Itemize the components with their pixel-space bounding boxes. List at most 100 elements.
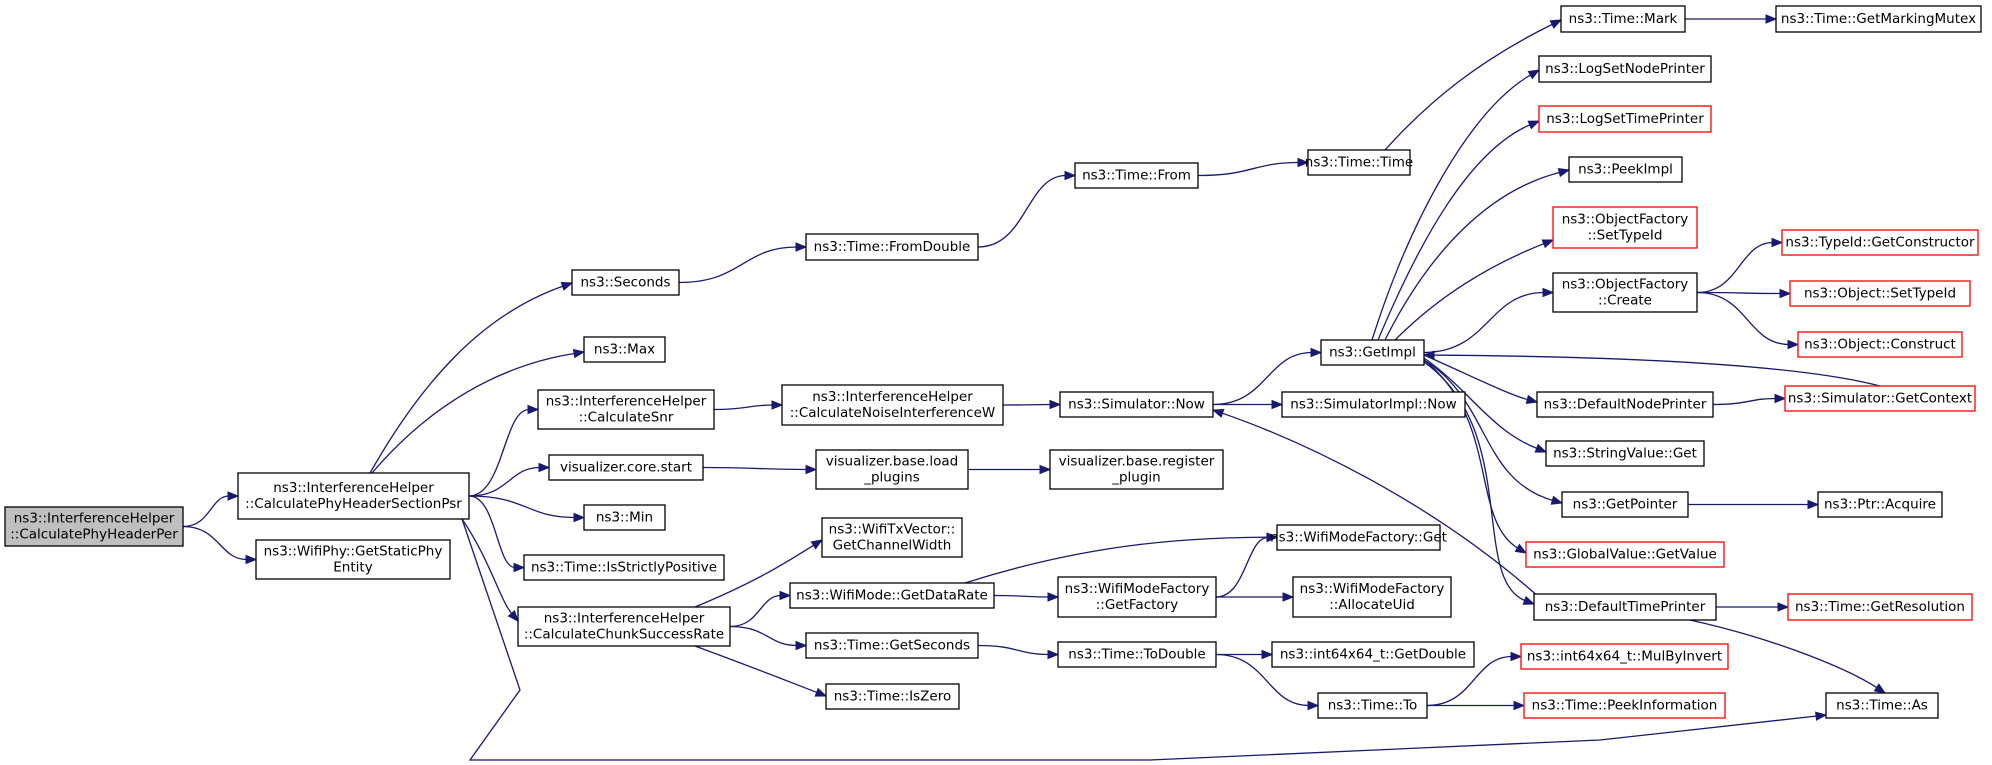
node-box[interactable] xyxy=(821,517,963,558)
node-ns3-time-getseconds[interactable]: ns3::Time::GetSeconds xyxy=(805,632,979,659)
node-box[interactable] xyxy=(1317,692,1428,719)
node-ns3-time-peekinformation[interactable]: ns3::Time::PeekInformation xyxy=(1523,692,1726,719)
node-ns3-defaulttimeprinter[interactable]: ns3::DefaultTimePrinter xyxy=(1533,593,1717,621)
node-box[interactable] xyxy=(517,606,731,647)
node-box[interactable] xyxy=(1281,391,1466,418)
node-ns3-wifimodefactory-allocateuid[interactable]: ns3::WifiModeFactory::AllocateUid xyxy=(1292,576,1452,618)
node-ns3-seconds[interactable]: ns3::Seconds xyxy=(571,269,680,296)
node-ns3-object-settypeid[interactable]: ns3::Object::SetTypeId xyxy=(1789,280,1971,307)
node-ns3-interferencehelper-calculatechunksuccessrate[interactable]: ns3::InterferenceHelper::CalculateChunkS… xyxy=(517,606,731,647)
node-ns3-simulator-getcontext[interactable]: ns3::Simulator::GetContext xyxy=(1784,385,1976,412)
node-ns3-defaultnodeprinter[interactable]: ns3::DefaultNodePrinter xyxy=(1536,391,1714,418)
node-ns3-getimpl[interactable]: ns3::GetImpl xyxy=(1320,339,1425,366)
node-ns3-interferencehelper-calculatephyheadersectionpsr[interactable]: ns3::InterferenceHelper::CalculatePhyHea… xyxy=(237,472,470,520)
node-ns3-wifimodefactory-get[interactable]: ns3::WifiModeFactory::Get xyxy=(1270,524,1447,551)
node-ns3-objectfactory-create[interactable]: ns3::ObjectFactory::Create xyxy=(1552,272,1698,313)
node-box[interactable] xyxy=(1276,524,1441,551)
node-box[interactable] xyxy=(1520,643,1729,670)
node-ns3-time-todouble[interactable]: ns3::Time::ToDouble xyxy=(1057,641,1217,668)
node-box[interactable] xyxy=(1781,229,1979,256)
node-ns3-interferencehelper-calculatenoiseinterferencew[interactable]: ns3::InterferenceHelper::CalculateNoiseI… xyxy=(781,384,1004,426)
node-box[interactable] xyxy=(825,683,960,710)
node-box[interactable] xyxy=(1049,449,1224,490)
node-box[interactable] xyxy=(1320,339,1425,366)
node-ns3-interferencehelper-calculatesnr[interactable]: ns3::InterferenceHelper::CalculateSnr xyxy=(537,389,715,430)
node-ns3-logsettimeprinter[interactable]: ns3::LogSetTimePrinter xyxy=(1538,105,1712,133)
node-ns3-max[interactable]: ns3::Max xyxy=(583,336,666,363)
node-box[interactable] xyxy=(1271,641,1475,668)
node-ns3-typeid-getconstructor[interactable]: ns3::TypeId::GetConstructor xyxy=(1781,229,1979,256)
node-box[interactable] xyxy=(1560,5,1686,33)
node-ns3-time-iszero[interactable]: ns3::Time::IsZero xyxy=(825,683,960,710)
node-ns3-simulatorimpl-now[interactable]: ns3::SimulatorImpl::Now xyxy=(1281,391,1466,418)
node-ns3-ptr-acquire[interactable]: ns3::Ptr::Acquire xyxy=(1817,491,1943,518)
node-box[interactable] xyxy=(1523,692,1726,719)
node-box[interactable] xyxy=(1292,576,1452,618)
node-ns3-time-to[interactable]: ns3::Time::To xyxy=(1317,692,1428,719)
node-ns3-time-as[interactable]: ns3::Time::As xyxy=(1825,692,1939,719)
node-box[interactable] xyxy=(1561,491,1689,518)
node-ns3-interferencehelper-calculatephyheaderper[interactable]: ns3::InterferenceHelper::CalculatePhyHea… xyxy=(4,506,184,547)
node-ns3-time-isstrictlypositive[interactable]: ns3::Time::IsStrictlyPositive xyxy=(523,554,725,581)
node-box[interactable] xyxy=(1797,331,1963,358)
node-box[interactable] xyxy=(548,454,704,481)
node-ns3-simulator-now[interactable]: ns3::Simulator::Now xyxy=(1059,391,1214,418)
node-ns3-objectfactory-settypeid[interactable]: ns3::ObjectFactory::SetTypeId xyxy=(1552,206,1698,249)
node-ns3-getpointer[interactable]: ns3::GetPointer xyxy=(1561,491,1689,518)
node-box[interactable] xyxy=(1538,105,1712,133)
node-box[interactable] xyxy=(1074,162,1199,189)
node-ns3-time-mark[interactable]: ns3::Time::Mark xyxy=(1560,5,1686,33)
node-box[interactable] xyxy=(1552,206,1698,249)
node-visualizer-core-start[interactable]: visualizer.core.start xyxy=(548,454,704,481)
node-ns3-globalvalue-getvalue[interactable]: ns3::GlobalValue::GetValue xyxy=(1525,541,1725,568)
node-box[interactable] xyxy=(1536,391,1714,418)
node-box[interactable] xyxy=(237,472,470,520)
node-ns3-logsetnodeprinter[interactable]: ns3::LogSetNodePrinter xyxy=(1538,55,1712,83)
node-box[interactable] xyxy=(1775,5,1982,33)
node-ns3-min[interactable]: ns3::Min xyxy=(583,504,666,531)
node-box[interactable] xyxy=(1525,541,1725,568)
node-box[interactable] xyxy=(1789,280,1971,307)
node-box[interactable] xyxy=(1059,391,1214,418)
node-box[interactable] xyxy=(815,449,969,490)
node-box[interactable] xyxy=(1057,641,1217,668)
node-ns3-time-getmarkingmutex[interactable]: ns3::Time::GetMarkingMutex xyxy=(1775,5,1982,33)
node-ns3-stringvalue-get[interactable]: ns3::StringValue::Get xyxy=(1545,440,1705,467)
node-box[interactable] xyxy=(1825,692,1939,719)
node-box[interactable] xyxy=(1538,55,1712,83)
node-box[interactable] xyxy=(1552,272,1698,313)
node-visualizer-base-register-plugin[interactable]: visualizer.base.register_plugin xyxy=(1049,449,1224,490)
node-ns3-wifimode-getdatarate[interactable]: ns3::WifiMode::GetDataRate xyxy=(789,582,995,609)
node-ns3-time-from[interactable]: ns3::Time::From xyxy=(1074,162,1199,189)
node-ns3-time-fromdouble[interactable]: ns3::Time::FromDouble xyxy=(805,233,979,261)
node-box[interactable] xyxy=(537,389,715,430)
node-ns3-object-construct[interactable]: ns3::Object::Construct xyxy=(1797,331,1963,358)
node-ns3-wifitxvector-getchannelwidth[interactable]: ns3::WifiTxVector::GetChannelWidth xyxy=(821,517,963,558)
node-box[interactable] xyxy=(1568,156,1683,183)
node-box[interactable] xyxy=(1545,440,1705,467)
node-box[interactable] xyxy=(583,504,666,531)
node-box[interactable] xyxy=(1057,576,1217,618)
node-ns3-time-getresolution[interactable]: ns3::Time::GetResolution xyxy=(1787,593,1973,621)
node-box[interactable] xyxy=(571,269,680,296)
node-box[interactable] xyxy=(805,233,979,261)
node-box[interactable] xyxy=(1533,593,1717,621)
node-box[interactable] xyxy=(1784,385,1976,412)
node-box[interactable] xyxy=(805,632,979,659)
node-box[interactable] xyxy=(781,384,1004,426)
node-box[interactable] xyxy=(1817,491,1943,518)
node-ns3-int64x64-t-getdouble[interactable]: ns3::int64x64_t::GetDouble xyxy=(1271,641,1475,668)
node-visualizer-base-load-plugins[interactable]: visualizer.base.load_plugins xyxy=(815,449,969,490)
node-ns3-int64x64-t-mulbyinvert[interactable]: ns3::int64x64_t::MulByInvert xyxy=(1520,643,1729,670)
node-box[interactable] xyxy=(1787,593,1973,621)
node-ns3-wifimodefactory-getfactory[interactable]: ns3::WifiModeFactory::GetFactory xyxy=(1057,576,1217,618)
node-box[interactable] xyxy=(523,554,725,581)
node-box[interactable] xyxy=(789,582,995,609)
node-box[interactable] xyxy=(4,506,184,547)
node-ns3-time-time[interactable]: ns3::Time::Time xyxy=(1305,149,1413,176)
node-ns3-peekimpl[interactable]: ns3::PeekImpl xyxy=(1568,156,1683,183)
node-box[interactable] xyxy=(583,336,666,363)
node-box[interactable] xyxy=(255,539,451,580)
node-box[interactable] xyxy=(1307,149,1411,176)
